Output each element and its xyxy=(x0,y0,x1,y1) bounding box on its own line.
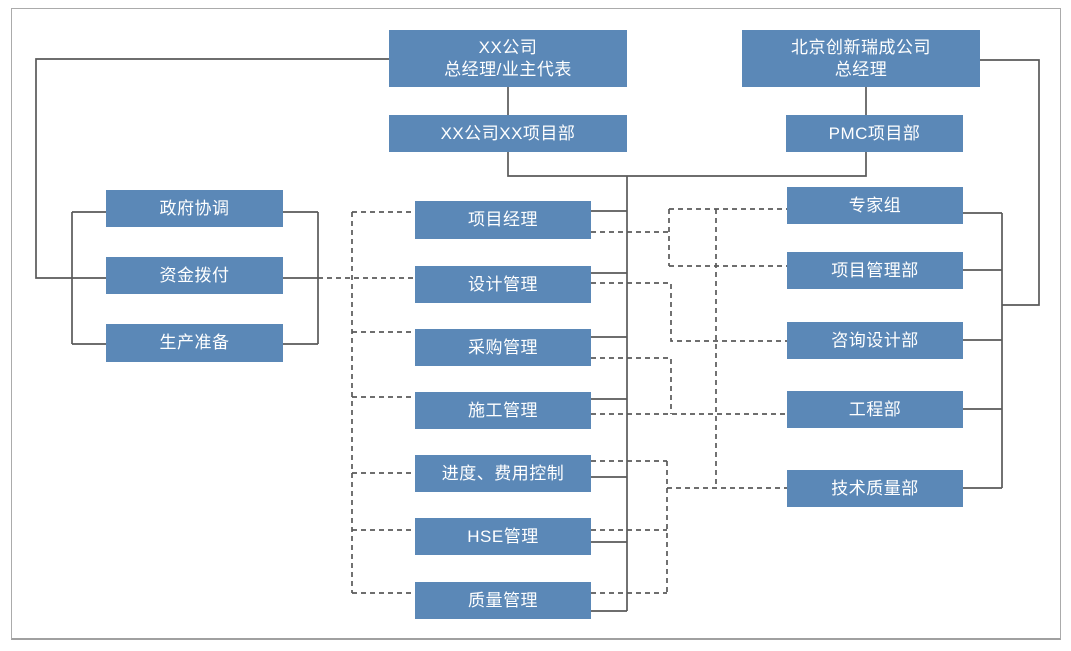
dashed-connectors xyxy=(318,208,787,594)
node-label: 施工管理 xyxy=(468,400,538,420)
node-label: 资金拨付 xyxy=(159,265,230,285)
connector-line xyxy=(35,58,389,279)
node-tech-quality-dept: 技术质量部 xyxy=(787,470,963,507)
node-label: 进度、费用控制 xyxy=(441,463,565,483)
node-production-prep: 生产准备 xyxy=(106,324,283,362)
node-design-mgmt: 设计管理 xyxy=(415,266,591,303)
node-label: 工程部 xyxy=(848,399,902,419)
node-label: 总经理 xyxy=(834,59,888,79)
node-label: 北京创新瑞成公司 xyxy=(791,37,931,57)
node-procurement-mgmt: 采购管理 xyxy=(415,329,591,366)
node-quality-mgmt: 质量管理 xyxy=(415,582,591,619)
node-xx-project-dept: XX公司XX项目部 xyxy=(389,115,627,152)
node-label: 项目管理部 xyxy=(831,260,919,280)
node-label: 咨询设计部 xyxy=(831,330,919,350)
connector-line xyxy=(591,282,787,342)
node-label: 总经理/业主代表 xyxy=(444,59,572,79)
node-label: 采购管理 xyxy=(468,337,538,357)
connector-line xyxy=(591,357,672,414)
node-owner-gm: XX公司总经理/业主代表 xyxy=(389,30,627,87)
node-schedule-cost-control: 进度、费用控制 xyxy=(415,455,591,492)
node-expert-group: 专家组 xyxy=(787,187,963,224)
node-label: XX公司 xyxy=(478,37,538,57)
node-label: 质量管理 xyxy=(468,590,538,610)
node-label: PMC项目部 xyxy=(828,123,921,143)
node-consulting-design-dept: 咨询设计部 xyxy=(787,322,963,359)
node-bj-cxrc-gm: 北京创新瑞成公司总经理 xyxy=(742,30,980,87)
node-label: 政府协调 xyxy=(159,198,230,218)
node-construction-mgmt: 施工管理 xyxy=(415,392,591,429)
node-label: 生产准备 xyxy=(159,333,230,352)
connector-line xyxy=(980,59,1040,306)
node-pmc-project-dept: PMC项目部 xyxy=(786,115,963,152)
node-gov-coordination: 政府协调 xyxy=(106,190,283,227)
node-label: HSE管理 xyxy=(467,526,539,546)
node-label: XX公司XX项目部 xyxy=(440,123,576,143)
node-fund-allocation: 资金拨付 xyxy=(106,257,283,294)
node-label: 专家组 xyxy=(848,195,902,215)
node-engineering-dept: 工程部 xyxy=(787,391,963,428)
node-project-manager: 项目经理 xyxy=(415,201,591,239)
node-label: 项目经理 xyxy=(468,210,538,229)
node-project-mgmt-dept: 项目管理部 xyxy=(787,252,963,289)
node-label: 设计管理 xyxy=(468,274,538,294)
node-label: 技术质量部 xyxy=(831,478,919,498)
node-hse-mgmt: HSE管理 xyxy=(415,518,591,555)
connector-line xyxy=(507,152,867,177)
